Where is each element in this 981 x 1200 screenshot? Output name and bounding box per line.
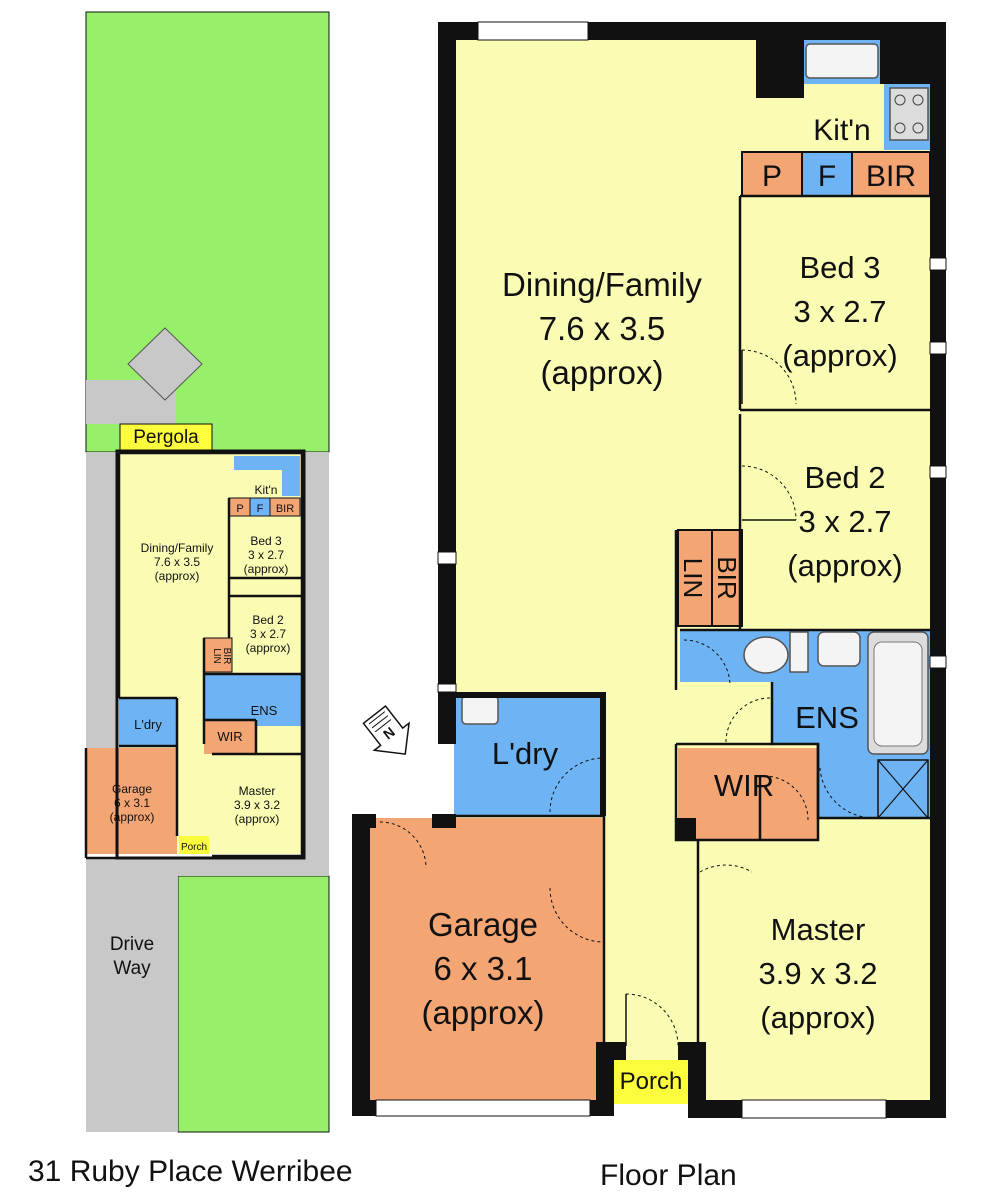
site-paving-front — [178, 858, 329, 876]
outer-walls — [352, 22, 946, 1118]
site-label-pergola: Pergola — [133, 427, 199, 448]
north-arrow — [362, 704, 410, 755]
site-plan — [84, 11, 330, 1133]
site-label-laundry: L'dry — [134, 717, 162, 732]
interior-walls — [456, 194, 930, 1102]
label-pantry: P — [762, 160, 782, 193]
site-lawn-front — [177, 875, 330, 1133]
site-label-linen: LIN — [211, 648, 222, 664]
site-pergola — [119, 423, 213, 451]
label-fridge: F — [818, 160, 836, 193]
label-linen: LIN — [678, 558, 708, 598]
windows — [375, 21, 947, 1119]
site-label-bir: BIR — [276, 503, 294, 515]
label-ensuite: ENS — [795, 700, 859, 735]
site-walls — [84, 451, 304, 860]
fridge-space — [801, 151, 853, 197]
bir-bed2 — [711, 529, 743, 627]
site-label-ensuite: ENS — [251, 703, 278, 718]
label-kitchen: Kit'n — [813, 114, 870, 147]
door-swings — [379, 349, 875, 1047]
site-garage — [86, 748, 177, 854]
ensuite-basin — [817, 631, 861, 667]
site-label-fridge: F — [257, 503, 264, 515]
site-label-kitchen: Kit'n — [255, 483, 278, 497]
label-porch: Porch — [620, 1068, 683, 1095]
site-paving-rear — [86, 380, 156, 424]
floor-plan-caption: Floor Plan — [600, 1159, 737, 1192]
site-label-porch: Porch — [181, 842, 207, 853]
label-wir: WIR — [714, 768, 774, 803]
pantry — [741, 151, 803, 197]
site-kitchen-bench-2 — [282, 456, 300, 496]
label-bir: BIR — [866, 160, 916, 193]
label-bir-bed2: BIR — [712, 556, 742, 599]
site-label-bir2: BIR — [221, 648, 232, 665]
ensuite-toilet — [743, 636, 789, 674]
address-caption: 31 Ruby Place Werribee — [28, 1155, 353, 1188]
site-paving-right — [302, 452, 329, 876]
main-plan — [352, 21, 947, 1119]
site-label-pantry: P — [236, 503, 243, 515]
site-linen — [203, 637, 233, 673]
site-driveway — [86, 858, 178, 1132]
laundry-tub — [461, 695, 499, 725]
kitchen-cooktop — [889, 87, 929, 141]
site-bir — [269, 497, 301, 517]
site-porch — [179, 836, 209, 854]
site-lawn-rear — [85, 11, 330, 453]
site-wir — [204, 720, 256, 754]
label-laundry: L'dry — [492, 736, 559, 771]
kitchen-sink — [805, 43, 879, 79]
site-ensuite — [204, 674, 302, 726]
porch — [612, 1060, 688, 1104]
site-paving-left — [86, 452, 118, 752]
site-paving-diamond — [127, 327, 203, 401]
site-laundry — [119, 698, 177, 746]
garage — [356, 818, 604, 1116]
site-wall-outer — [115, 449, 306, 860]
walk-in-robe — [678, 748, 818, 840]
site-label-wir: WIR — [217, 729, 242, 744]
